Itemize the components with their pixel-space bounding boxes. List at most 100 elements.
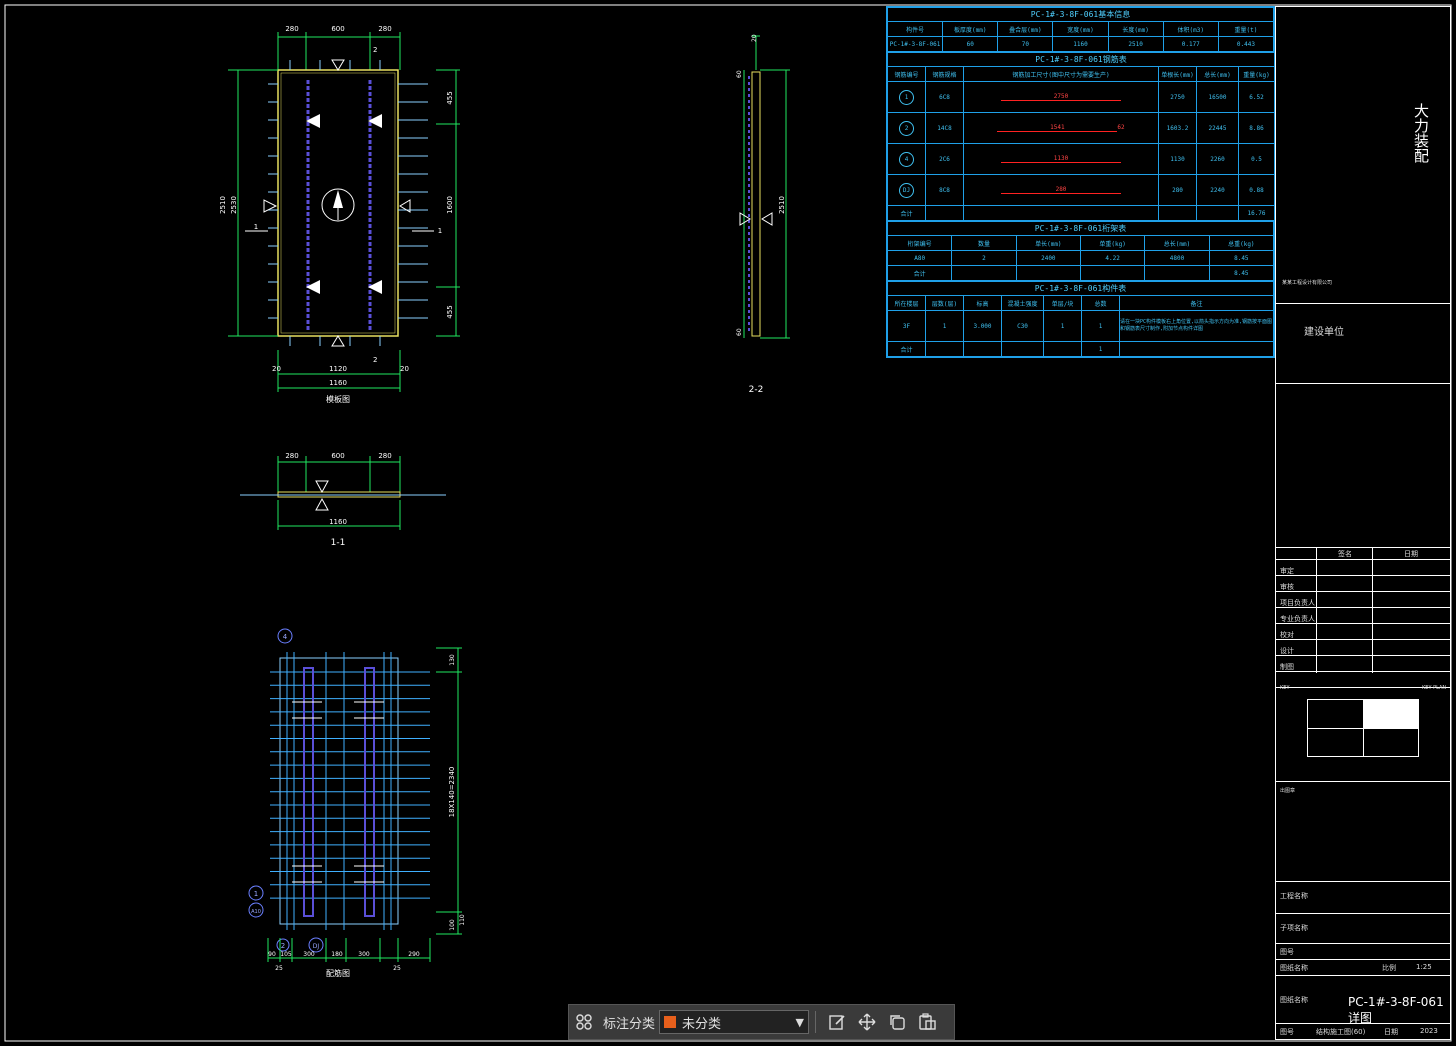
svg-text:20: 20 — [751, 34, 758, 42]
svg-text:290: 290 — [408, 951, 420, 958]
info-tables: PC-1#-3-8F-061基本信息 构件号板厚度(mm) 叠合层(mm)宽度(… — [886, 6, 1275, 358]
svg-text:1: 1 — [438, 227, 442, 235]
date-label: 日期 — [1384, 1028, 1398, 1036]
bar-shape: 280 — [1001, 186, 1121, 194]
category-color-swatch — [664, 1016, 677, 1028]
category-select[interactable]: 未分类 ▼ — [659, 1010, 810, 1034]
svg-text:60: 60 — [736, 328, 743, 336]
bar-no-badge: 4 — [899, 151, 914, 167]
section-mark-icon — [331, 59, 345, 71]
paste-icon[interactable] — [914, 1009, 940, 1035]
side-section-label: 2-2 — [749, 385, 764, 395]
basic-info-table: PC-1#-3-8F-061基本信息 构件号板厚度(mm) 叠合层(mm)宽度(… — [886, 7, 1275, 52]
subproject-label: 子项名称 — [1280, 924, 1308, 932]
plan-left-dim-1: 2510 — [219, 196, 227, 214]
svg-text:90: 90 — [268, 951, 276, 958]
plan-width: 1160 — [329, 379, 347, 387]
plan-inner-width: 1120 — [329, 365, 347, 373]
svg-text:60: 60 — [736, 70, 743, 78]
svg-text:280: 280 — [285, 452, 298, 460]
rebar-mark-1: 1 — [254, 890, 258, 898]
annotation-toolbar: 标注分类 未分类 ▼ — [568, 1004, 955, 1040]
client-label: 建设单位 — [1304, 327, 1344, 338]
truss-table: PC-1#-3-8F-061桁架表 桁架编号数量 单长(mm)单重(kg) 总长… — [886, 221, 1275, 281]
table2-title: PC-1#-3-8F-061钢筋表 — [887, 52, 1275, 67]
scale-label: 比例 — [1382, 964, 1396, 972]
svg-text:20: 20 — [400, 365, 409, 373]
rebar-mark-4: 4 — [283, 633, 288, 641]
plan-right-dim-2: 1600 — [446, 196, 454, 214]
category-select-value: 未分类 — [682, 1016, 722, 1032]
bar-hook: 62 — [1117, 124, 1125, 131]
direction-arrow-icon — [321, 188, 355, 222]
grid-icon[interactable] — [571, 1009, 597, 1035]
keyplan-right: KEY PLAN — [1422, 685, 1447, 691]
plan-right-dim-3: 455 — [446, 305, 454, 318]
rebar-plan: 4 1 A10 2 DJ 130 18X140=2340 110 100 90 … — [248, 628, 466, 978]
table3-title: PC-1#-3-8F-061桁架表 — [887, 221, 1274, 236]
svg-text:300: 300 — [303, 951, 315, 958]
bar-no-badge: 2 — [899, 120, 914, 136]
svg-text:20: 20 — [272, 365, 281, 373]
scale-row-label: 图纸名称 — [1280, 964, 1308, 972]
svg-text:600: 600 — [331, 452, 344, 460]
svg-text:130: 130 — [449, 654, 456, 666]
sheet-label: 图号 — [1280, 1028, 1294, 1036]
svg-text:25: 25 — [393, 965, 401, 972]
component-table: PC-1#-3-8F-061构件表 所在楼层层数(层) 标高混凝土强度 单层/块… — [887, 281, 1274, 357]
plan-top-dim-1: 280 — [285, 25, 298, 33]
side-view: 20 60 60 2510 2-2 — [736, 34, 790, 395]
rebar-mark-dj: DJ — [313, 943, 320, 950]
table1-title: PC-1#-3-8F-061基本信息 — [887, 7, 1274, 22]
section-mark-2: 2 — [373, 46, 377, 54]
logo-text: 大力装配 — [1412, 103, 1430, 163]
key-plan-diagram — [1307, 699, 1419, 757]
plan-view: 280 600 280 — [219, 25, 460, 404]
rebar-table: PC-1#-3-8F-061钢筋表 钢筋编号钢筋规格 钢筋加工尺寸(图中尺寸为需… — [887, 52, 1275, 221]
svg-text:25: 25 — [275, 965, 283, 972]
rebar-caption: 配筋图 — [326, 968, 350, 978]
move-icon[interactable] — [854, 1009, 880, 1035]
date-value: 2023 — [1420, 1027, 1438, 1035]
rebar-mark-a10: A10 — [251, 909, 261, 915]
plan-top-dim-3: 280 — [378, 25, 391, 33]
seal-label: 出图章 — [1280, 788, 1296, 794]
lift-point-icon — [306, 280, 320, 294]
company-small: 某某工程设计有限公司 — [1282, 280, 1333, 286]
keyplan-left: KEY — [1280, 685, 1290, 691]
rebar-right-dim: 18X140=2340 — [448, 767, 456, 818]
section-11-label: 1-1 — [331, 538, 346, 548]
rebar-mark-2: 2 — [281, 942, 285, 950]
svg-text:300: 300 — [358, 951, 370, 958]
edit-icon[interactable] — [824, 1009, 850, 1035]
side-length: 2510 — [778, 196, 786, 214]
sheet-value: 结构施工图(60) — [1316, 1028, 1366, 1036]
drawing-no-label: 图号 — [1280, 948, 1294, 956]
svg-text:1160: 1160 — [329, 518, 347, 526]
bar-shape: 2750 — [1001, 93, 1121, 101]
plan-top-dim-2: 600 — [331, 25, 344, 33]
bar-shape: 1130 — [1001, 155, 1121, 163]
svg-text:2: 2 — [373, 356, 377, 364]
signature-grid: 签名 日期 审定 审核 项目负责人 专业负责人 校对 设计 制图 — [1276, 547, 1450, 688]
svg-text:110: 110 — [459, 914, 466, 926]
copy-icon[interactable] — [884, 1009, 910, 1035]
table4-title: PC-1#-3-8F-061构件表 — [887, 281, 1274, 296]
project-label: 工程名称 — [1280, 892, 1308, 900]
lift-point-icon — [368, 280, 382, 294]
svg-text:100: 100 — [449, 919, 456, 931]
plan-right-dim-1: 455 — [446, 91, 454, 104]
svg-text:280: 280 — [378, 452, 391, 460]
section-1-1: 280 600 280 1160 1-1 — [240, 452, 446, 548]
lift-point-icon — [368, 114, 382, 128]
category-label: 标注分类 — [603, 1016, 656, 1032]
component-note: 请在一块PC构件模板右上角位置,以箭头指示方向为准,钢筋按平面图和钢筋表尺寸制作… — [1119, 310, 1274, 342]
title-block: 大力装配 某某工程设计有限公司 建设单位 签名 日期 审定 审核 项目负责人 专… — [1275, 6, 1451, 1040]
bar-shape: 1541 — [997, 124, 1118, 132]
plan-caption: 模板图 — [326, 394, 350, 404]
bar-no-badge: 1 — [899, 89, 914, 105]
lift-point-icon — [306, 114, 320, 128]
svg-text:180: 180 — [331, 951, 343, 958]
drawing-frame — [4, 4, 1452, 1042]
